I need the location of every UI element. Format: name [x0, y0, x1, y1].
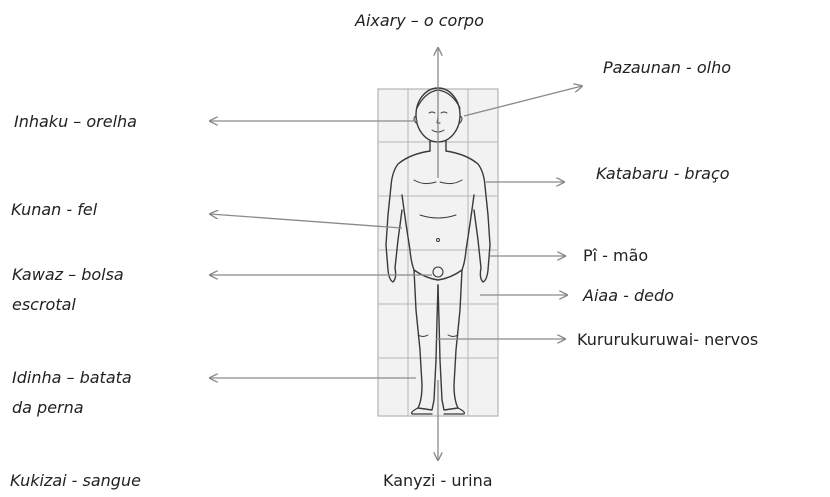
label-urina: Kanyzi - urina	[383, 468, 493, 494]
label-orelha: Inhaku – orelha	[14, 109, 137, 135]
label-perna-line1: Idinha – batata	[12, 365, 132, 391]
arrow-fel	[210, 214, 402, 228]
label-perna-line2: da perna	[12, 395, 84, 421]
label-bolsa-line2: escrotal	[12, 292, 76, 318]
label-sangue: Kukizai - sangue	[10, 468, 141, 494]
label-mao: Pî - mão	[583, 243, 648, 269]
label-olho: Pazaunan - olho	[603, 55, 731, 81]
label-bolsa-line1: Kawaz – bolsa	[12, 262, 124, 288]
label-fel: Kunan - fel	[11, 197, 97, 223]
label-nervos: Kururukuruwai- nervos	[577, 327, 758, 353]
label-dedo: Aiaa - dedo	[583, 283, 674, 309]
label-braco: Katabaru - braço	[596, 161, 730, 187]
label-corpo: Aixary – o corpo	[355, 8, 484, 34]
